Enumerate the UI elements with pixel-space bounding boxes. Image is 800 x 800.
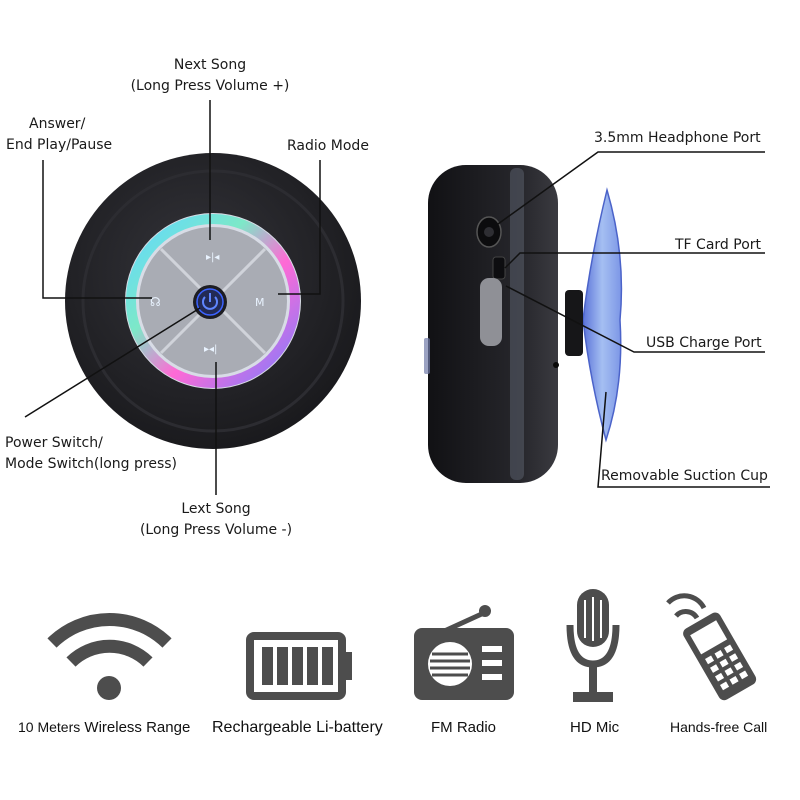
lext-song-title: Lext Song bbox=[181, 501, 251, 517]
microphone-icon bbox=[566, 589, 620, 702]
next-song-label: Next Song (Long Press Volume +) bbox=[130, 55, 290, 97]
power-switch-subtitle: Mode Switch(long press) bbox=[5, 456, 178, 472]
next-song-subtitle: (Long Press Volume +) bbox=[130, 78, 290, 94]
prev-button-glyph[interactable]: ▸◂| bbox=[204, 344, 217, 355]
mobile-phone-icon bbox=[666, 593, 757, 701]
answer-title: Answer/ bbox=[29, 116, 86, 132]
feature-range-distance: 10 Meters bbox=[18, 719, 81, 735]
speaker-side-view bbox=[424, 165, 623, 483]
suction-cup-label: Removable Suction Cup bbox=[601, 468, 768, 484]
suction-cup bbox=[582, 187, 623, 443]
usb-charge-port-label: USB Charge Port bbox=[646, 335, 762, 351]
power-switch-title: Power Switch/ bbox=[5, 435, 103, 451]
answer-subtitle: End Play/Pause bbox=[6, 137, 113, 153]
battery-icon bbox=[246, 632, 352, 700]
feature-battery-label: Rechargeable Li-battery bbox=[212, 719, 383, 736]
feature-hd-mic-label: HD Mic bbox=[570, 719, 620, 736]
radio-mode-label: Radio Mode bbox=[287, 138, 369, 154]
next-button-glyph[interactable]: ▸|◂ bbox=[206, 252, 219, 263]
lext-song-label: Lext Song (Long Press Volume -) bbox=[133, 499, 299, 541]
power-icon bbox=[202, 296, 218, 310]
answer-label: Answer/ End Play/Pause bbox=[6, 114, 112, 156]
feature-range-text: Wireless Range bbox=[84, 719, 191, 736]
side-callout-lines bbox=[497, 151, 770, 488]
radio-button-glyph[interactable]: M bbox=[255, 296, 265, 309]
answer-button-glyph[interactable]: ☊ bbox=[150, 295, 161, 309]
front-callout-lines bbox=[24, 100, 321, 495]
next-song-title: Next Song bbox=[173, 57, 247, 73]
power-switch-label: Power Switch/ Mode Switch(long press) bbox=[5, 433, 177, 475]
lext-song-subtitle: (Long Press Volume -) bbox=[139, 522, 293, 538]
feature-hands-free-label: Hands-free Call bbox=[670, 719, 768, 735]
speaker-front-view: ▸|◂ ☊ M ▸◂| bbox=[65, 153, 361, 449]
headphone-port-label: 3.5mm Headphone Port bbox=[594, 130, 761, 146]
feature-wireless-range-label: 10 Meters Wireless Range bbox=[18, 719, 190, 736]
wifi-icon bbox=[47, 613, 172, 700]
power-button[interactable] bbox=[193, 285, 227, 319]
feature-fm-radio-label: FM Radio bbox=[431, 719, 497, 736]
tf-card-port-label: TF Card Port bbox=[675, 237, 762, 253]
radio-icon bbox=[414, 605, 514, 700]
